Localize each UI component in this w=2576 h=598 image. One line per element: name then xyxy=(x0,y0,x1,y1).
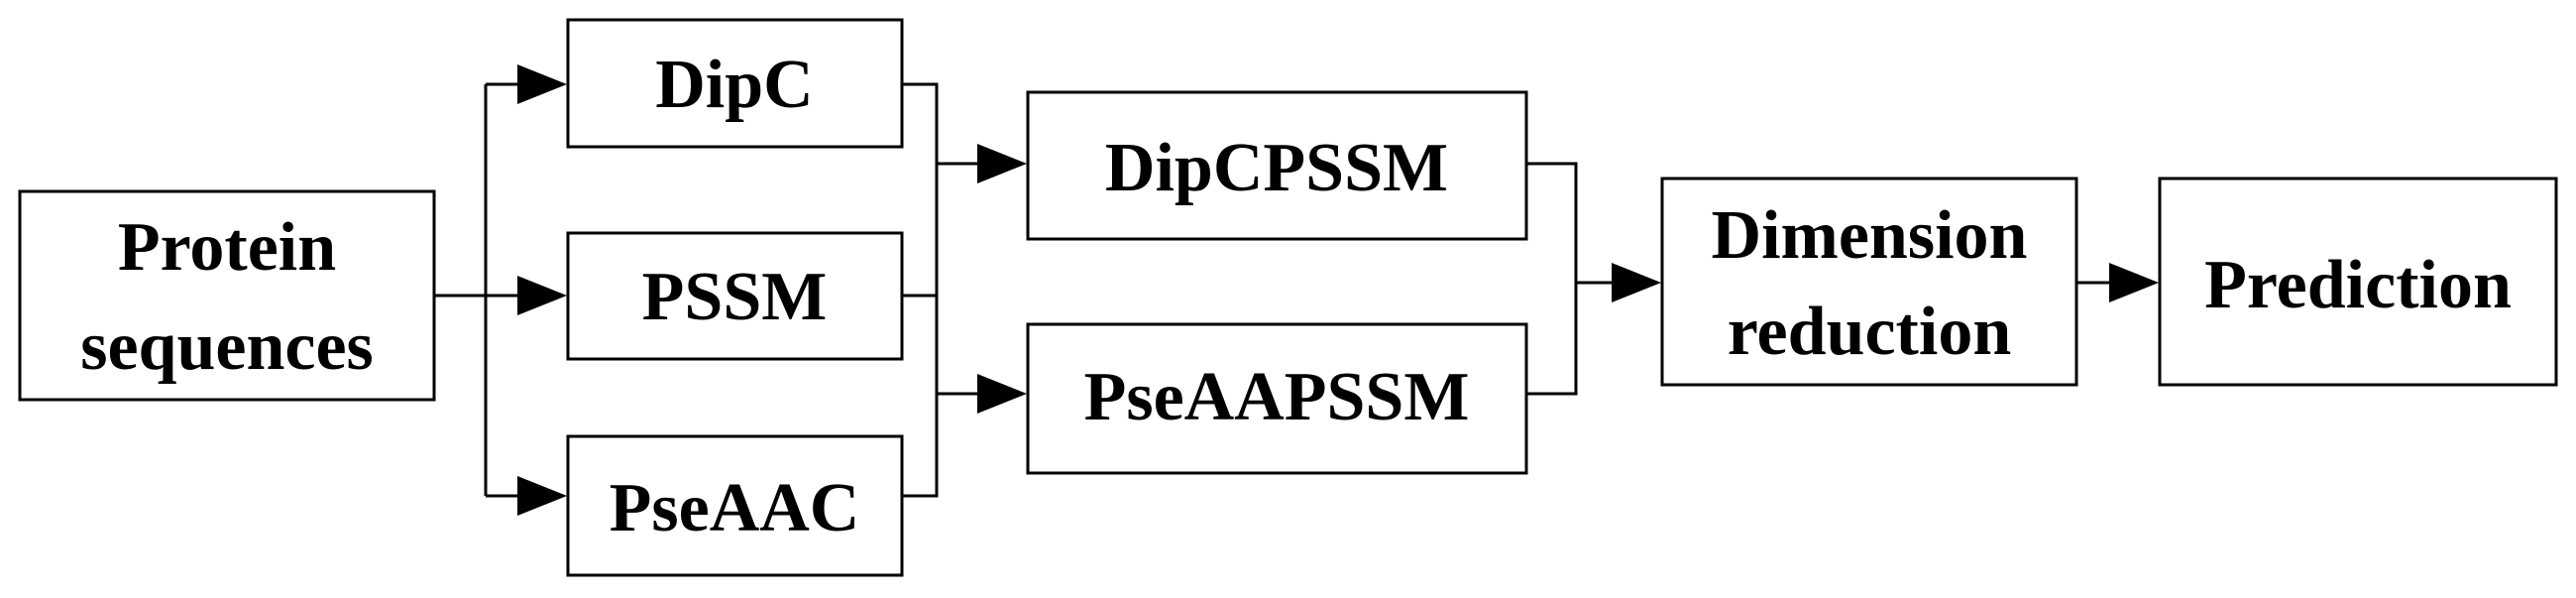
arrow-to-dimension-icon xyxy=(1612,263,1661,302)
node-label: PSSM xyxy=(642,259,828,335)
connector-dipcpssm-out xyxy=(1526,162,1578,396)
connector-pssm-out xyxy=(902,294,939,498)
node-pseaapssm: PseAAPSSM xyxy=(1026,322,1528,475)
connector-dipc-out xyxy=(902,82,939,296)
arrow-to-pseaapssm-icon xyxy=(977,374,1027,414)
arrow-to-prediction-icon xyxy=(2109,263,2159,302)
connectors xyxy=(434,82,2111,498)
node-label-line: Protein xyxy=(118,209,336,286)
node-dipcpssm: DipCPSSM xyxy=(1026,90,1528,241)
node-label-line: reduction xyxy=(1728,294,2012,370)
node-label: DipCPSSM xyxy=(1105,130,1448,206)
node-label: PseAAPSSM xyxy=(1084,359,1470,435)
arrow-to-dipc-icon xyxy=(517,64,567,104)
node-pssm: PSSM xyxy=(566,231,904,361)
node-dimension-reduction: Dimension reduction xyxy=(1660,177,2078,387)
node-label: PseAAC xyxy=(610,470,860,546)
node-pseaac: PseAAC xyxy=(566,434,904,577)
node-label-line: Dimension xyxy=(1712,197,2028,274)
arrow-to-dipcpssm-icon xyxy=(977,144,1027,183)
node-label: DipC xyxy=(655,47,813,123)
arrow-to-pssm-icon xyxy=(517,276,567,315)
node-label-line: sequences xyxy=(80,308,374,385)
node-protein-sequences: Protein sequences xyxy=(18,189,436,402)
arrow-to-pseaac-icon xyxy=(517,476,567,516)
node-label: Prediction xyxy=(2204,247,2512,323)
node-prediction: Prediction xyxy=(2158,177,2558,387)
arrowheads xyxy=(517,64,2159,516)
node-dipc: DipC xyxy=(566,18,904,149)
